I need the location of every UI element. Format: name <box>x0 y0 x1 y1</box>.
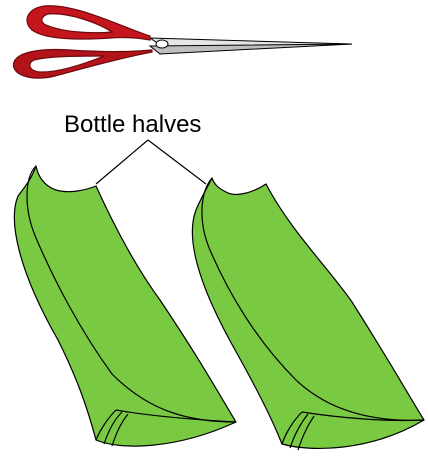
leader-line-right <box>148 140 206 184</box>
scissors-lower-blade <box>150 44 352 54</box>
bottle-halves-label: Bottle halves <box>64 111 201 138</box>
scissors-icon <box>13 6 352 78</box>
leader-lines <box>96 140 206 184</box>
scissors-upper-handle <box>27 6 150 40</box>
scissors-pivot <box>156 40 168 48</box>
leader-line-left <box>96 140 148 184</box>
scissors-lower-handle <box>13 50 152 79</box>
